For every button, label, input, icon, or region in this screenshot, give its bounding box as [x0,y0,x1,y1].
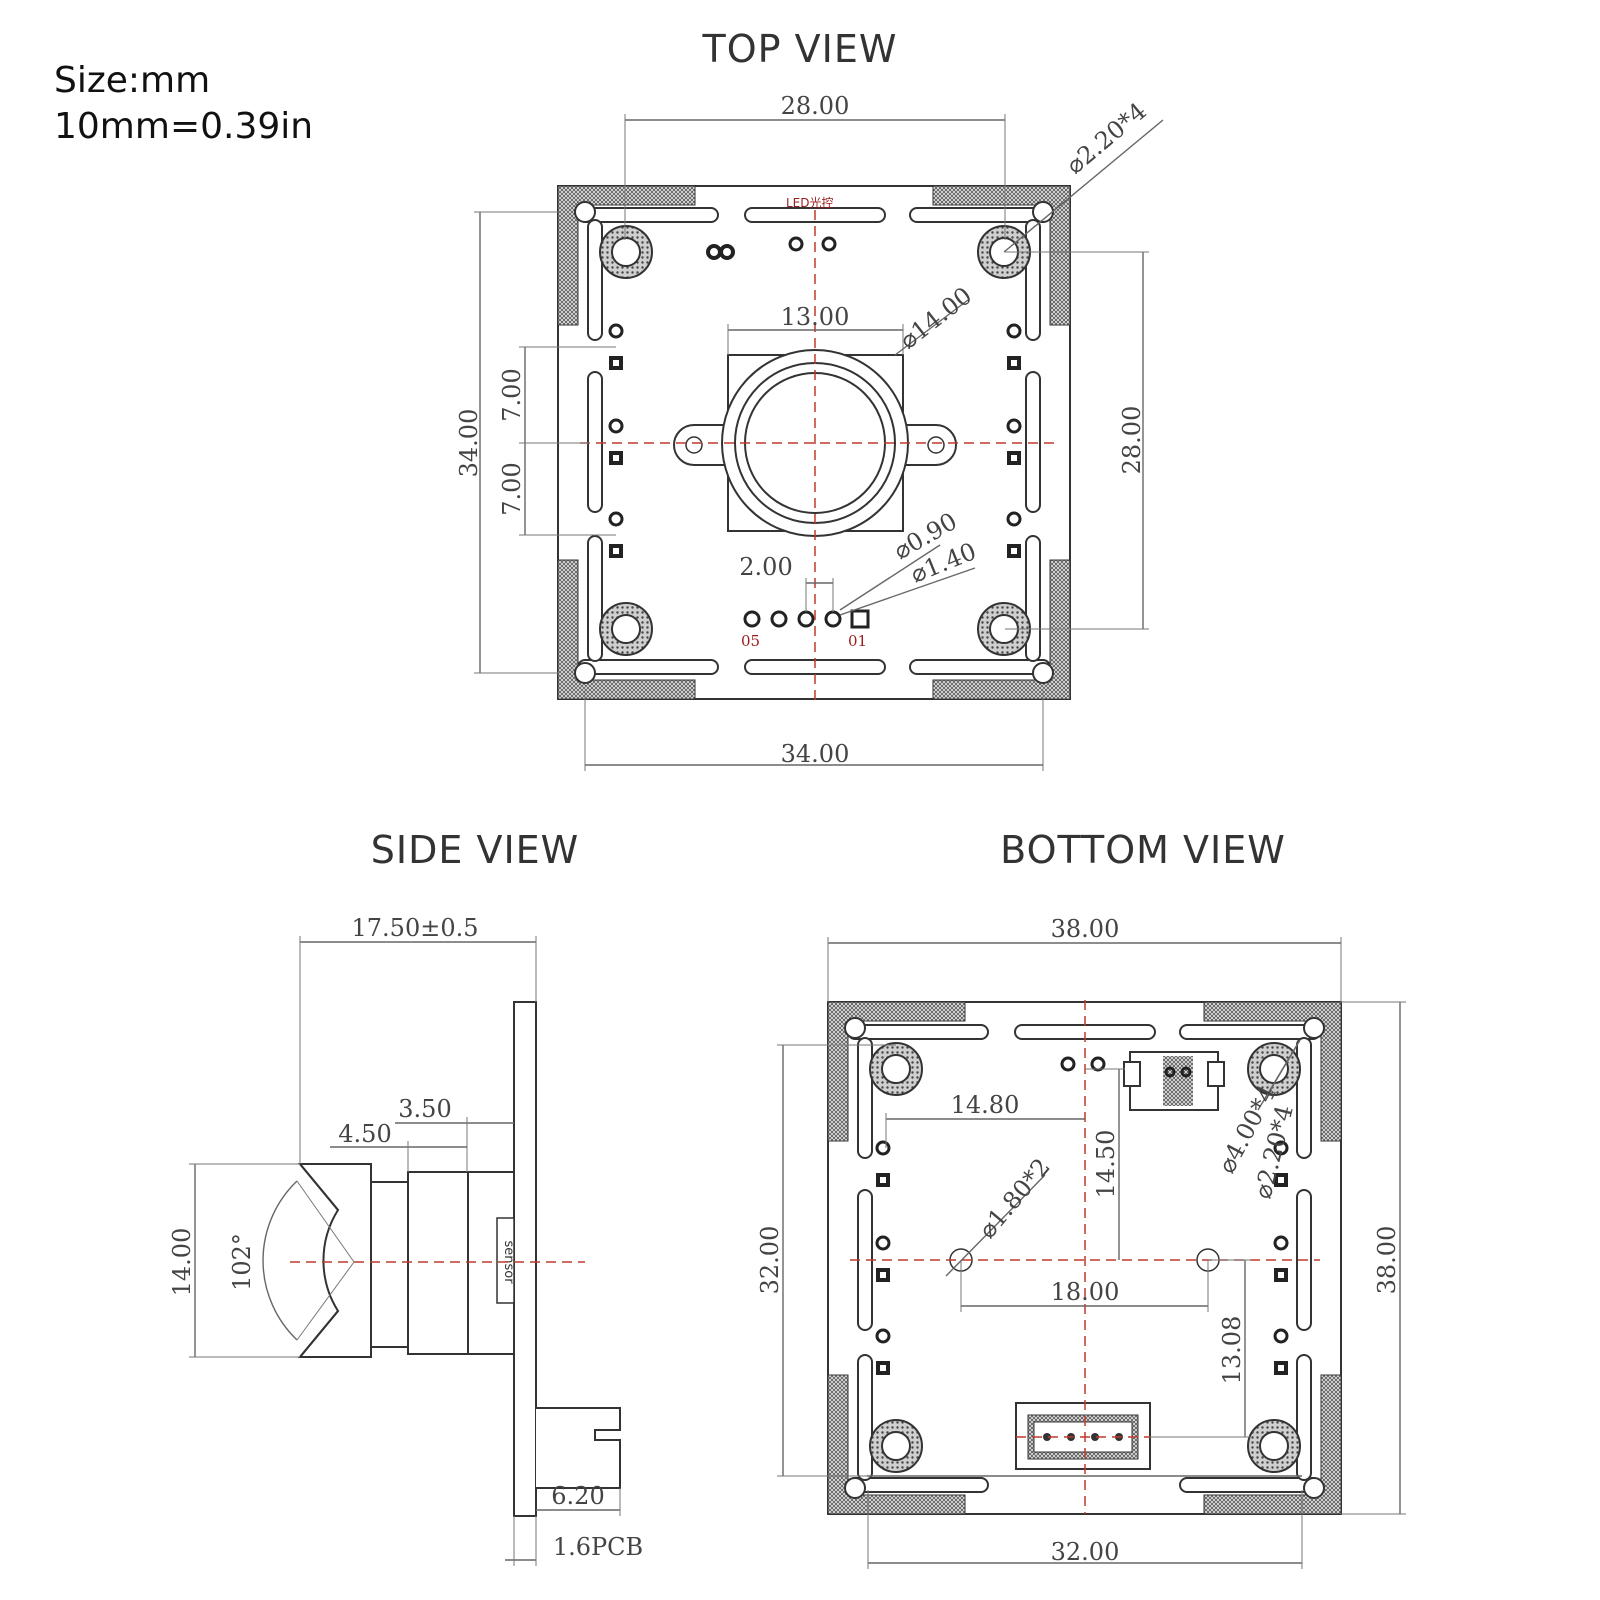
bottom-dim-height-right: 38.00 [1373,1226,1401,1295]
bottom-dim-width-top: 38.00 [1051,915,1120,943]
side-pcb [513,1001,537,1517]
bottom-dim-width-bottom: 32.00 [1051,1538,1120,1566]
top-pin-label-01: 01 [848,632,867,650]
bottom-dimension-lines [777,937,1406,1569]
size-note: Size:mm 10mm=0.39in [54,58,313,150]
side-dim-depth-a: 3.50 [398,1095,451,1123]
bottom-connector [1015,1402,1151,1470]
side-dim-depth-b: 4.50 [338,1120,391,1148]
side-fov-arc [262,1180,298,1341]
side-sensor-label: sensor [501,1240,516,1284]
bottom-side-pads [874,1140,1290,1377]
bottom-hatched-corners [827,1001,1342,1515]
top-dim-width-bottom: 34.00 [781,740,850,768]
top-dim-height-left: 34.00 [455,409,483,478]
top-dim-offset-upper: 7.00 [498,368,526,421]
bottom-dim-hole-offset-x: 14.80 [951,1091,1020,1119]
bottom-view: BOTTOM VIEW [756,828,1406,1569]
bottom-top-pads [1060,1051,1225,1111]
bottom-mounting-holes [869,1042,1301,1473]
side-dim-total-depth: 17.50±0.5 [352,914,479,942]
top-dim-width-top: 28.00 [781,92,850,120]
side-connector [536,1407,621,1489]
unit-conversion-label: 10mm=0.39in [54,106,314,147]
top-led-label: LED光控 [786,196,834,210]
top-view: TOP VIEW [455,27,1164,771]
bottom-view-title: BOTTOM VIEW [1000,828,1286,872]
top-view-title: TOP VIEW [702,27,898,71]
side-dim-connector-length: 6.20 [551,1482,604,1510]
top-pin-label-05: 05 [741,632,760,650]
bottom-dim-hole-offset-y: 14.50 [1092,1130,1120,1199]
top-dimension-lines [474,114,1164,771]
bottom-dim-connector-offset: 13.08 [1218,1316,1246,1385]
side-view-title: SIDE VIEW [371,828,579,872]
side-dim-pcb-thickness: 1.6PCB [553,1533,643,1561]
top-dim-lens-width: 13.00 [781,303,850,331]
top-pin-header [743,609,870,629]
side-lens-body [297,1163,515,1358]
side-view: SIDE VIEW sensor 102° [168,828,643,1566]
side-dimension-lines [189,936,621,1566]
bottom-dim-hole-spacing: 18.00 [1051,1278,1120,1306]
top-led-pads [706,236,837,260]
top-dim-height-right: 28.00 [1118,406,1146,475]
top-dim-pin-pitch: 2.00 [739,553,792,581]
side-dim-fov: 102° [228,1233,256,1291]
top-side-pads [607,323,1023,560]
top-dim-offset-lower: 7.00 [498,462,526,515]
size-unit-label: Size:mm [54,60,211,101]
bottom-dim-height-left: 32.00 [756,1226,784,1295]
side-dim-lens-height: 14.00 [168,1228,196,1297]
